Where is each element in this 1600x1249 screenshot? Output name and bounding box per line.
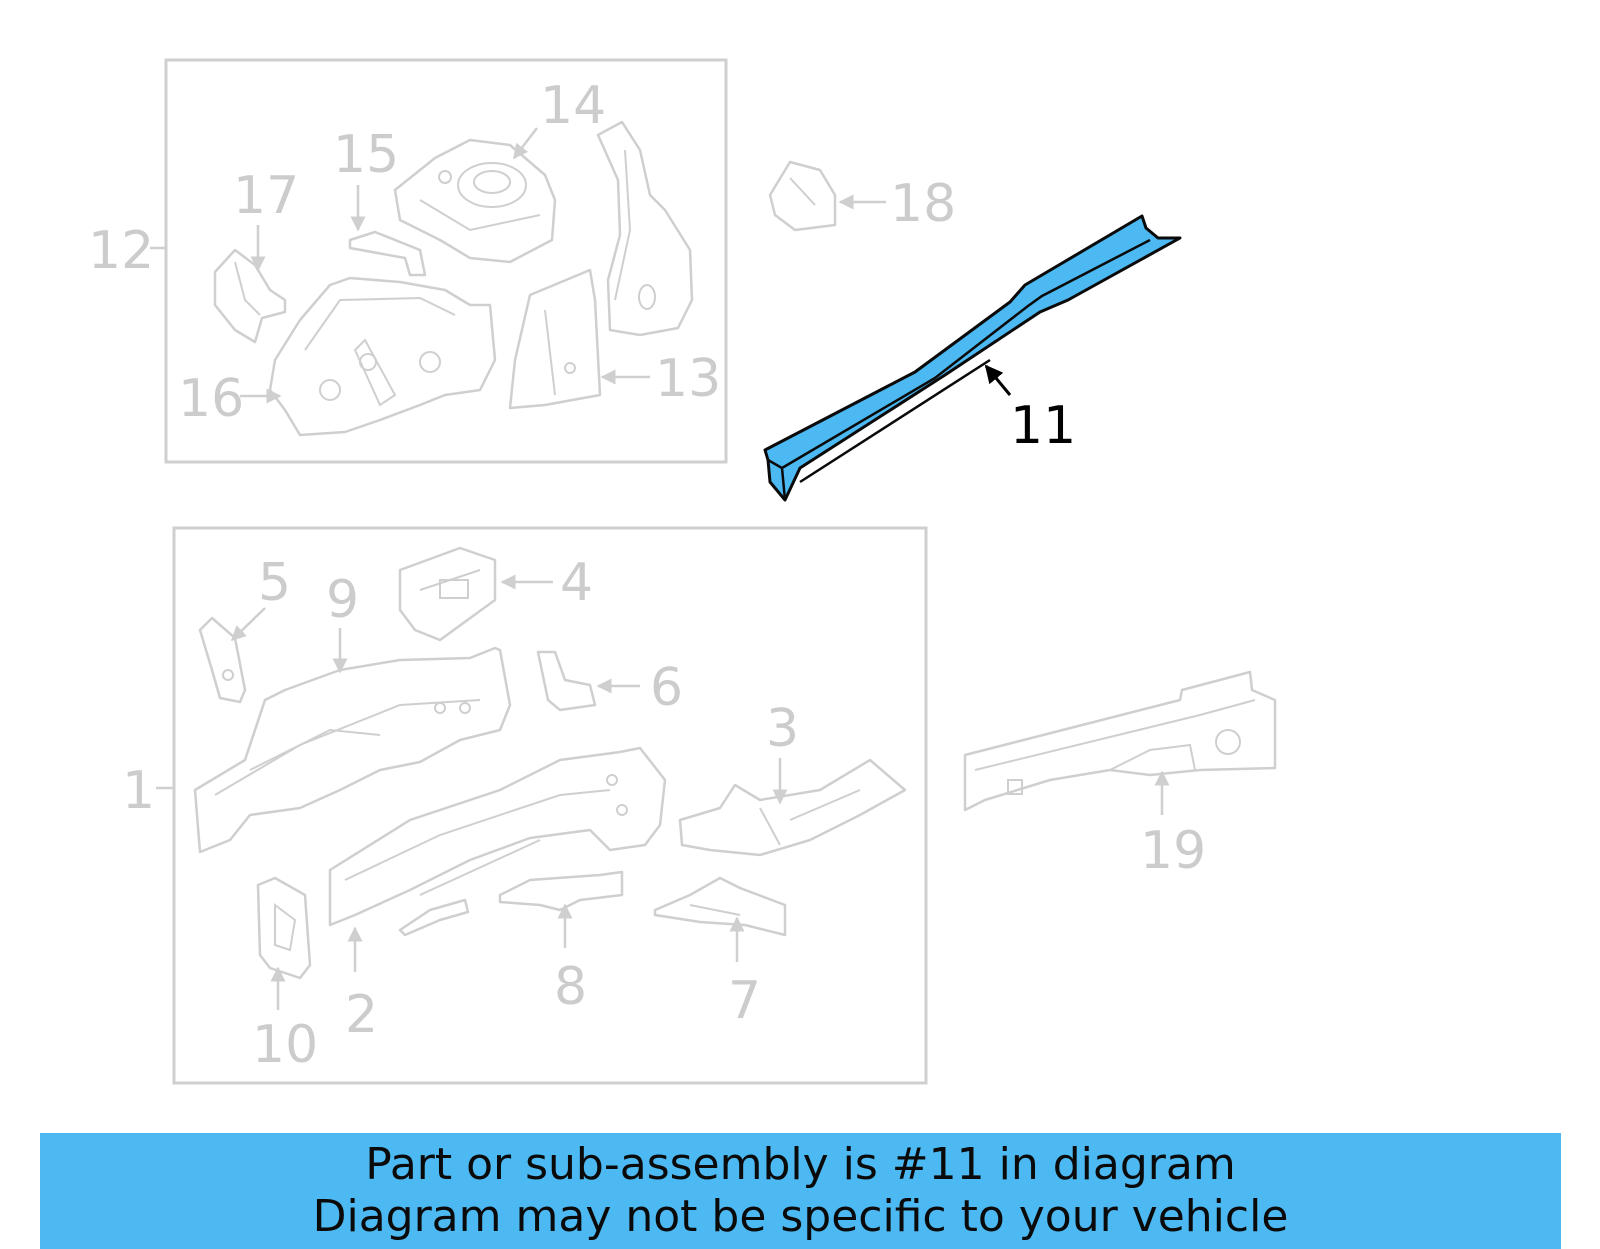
callout-16: 16 xyxy=(178,369,244,429)
callout-4: 4 xyxy=(560,553,593,613)
callout-15: 15 xyxy=(333,125,399,185)
callout-19: 19 xyxy=(1140,821,1206,881)
part-7 xyxy=(653,876,787,937)
part-15 xyxy=(348,230,427,277)
callout-11: 11 xyxy=(1010,396,1076,456)
part-4 xyxy=(398,546,497,642)
part-19 xyxy=(963,670,1277,812)
part-3 xyxy=(678,758,907,857)
callout-5: 5 xyxy=(258,553,291,613)
part-18 xyxy=(768,160,837,232)
part-13 xyxy=(508,268,602,410)
part-10 xyxy=(256,876,312,980)
banner-line-1: Part or sub-assembly is #11 in diagram xyxy=(365,1139,1236,1190)
part-5 xyxy=(198,616,247,704)
part-11-highlighted xyxy=(763,214,1182,502)
callout-6: 6 xyxy=(650,658,683,718)
part-16 xyxy=(268,276,497,437)
callout-8: 8 xyxy=(554,957,587,1017)
group-box-12 xyxy=(164,58,728,464)
callout-10: 10 xyxy=(252,1015,318,1075)
part-9 xyxy=(193,646,512,854)
info-banner: Part or sub-assembly is #11 in diagram D… xyxy=(40,1133,1561,1249)
callout-3: 3 xyxy=(766,699,799,759)
part-2 xyxy=(328,746,667,927)
part-17 xyxy=(213,248,287,344)
part-strip xyxy=(398,898,470,937)
callout-12: 12 xyxy=(88,221,154,281)
callout-17: 17 xyxy=(233,166,299,226)
callout-13: 13 xyxy=(655,349,721,409)
callout-18: 18 xyxy=(890,174,956,234)
part-8 xyxy=(498,870,624,912)
banner-line-2: Diagram may not be specific to your vehi… xyxy=(312,1191,1289,1242)
callout-2: 2 xyxy=(345,985,378,1045)
callout-7: 7 xyxy=(728,971,761,1031)
group-box-1 xyxy=(172,526,928,1085)
part-14 xyxy=(393,138,557,264)
callout-9: 9 xyxy=(326,570,359,630)
part-6 xyxy=(536,650,597,712)
callout-1: 1 xyxy=(122,761,155,821)
part-apron-upper xyxy=(596,120,694,337)
callout-14: 14 xyxy=(540,76,606,136)
